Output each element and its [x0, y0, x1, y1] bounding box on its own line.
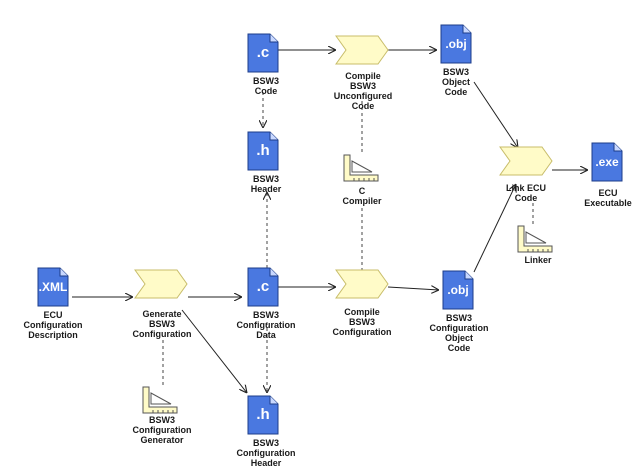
label-line: BSW3 [148, 415, 175, 425]
label-line: ECU [43, 310, 63, 320]
label-line: Compile [344, 307, 380, 317]
label-line: Linker [524, 255, 552, 265]
process-node-compile-config [335, 269, 389, 299]
label-line: BSW3 [252, 310, 279, 320]
file-extension: .XML [39, 280, 68, 294]
label-line: Unconfigured [333, 91, 393, 101]
tool-icon-linker [517, 225, 553, 253]
label-line: Executable [584, 198, 632, 208]
file-extension: .c [257, 278, 270, 295]
flow-confobj-to-link [473, 184, 516, 273]
file-extension: .obj [445, 37, 466, 51]
label-line: C [358, 186, 366, 196]
file-node-ecu-config-desc: .XML [37, 267, 69, 307]
flow-compile-to-confobj [387, 287, 439, 290]
label-line: Configuration [429, 323, 489, 333]
label-line: Compiler [342, 196, 382, 206]
file-extension: .h [256, 406, 269, 423]
file-node-ecu-executable: .exe [591, 142, 623, 182]
flow-obj-to-link [473, 81, 518, 148]
label-line: BSW3 [252, 174, 280, 184]
label-line: Code [514, 193, 538, 203]
file-extension: .h [256, 142, 269, 159]
label-line: BSW3 [445, 313, 472, 323]
label-line: Data [256, 330, 276, 340]
file-node-bsw3-header: .h [247, 131, 279, 171]
file-node-bsw3-code: .c [247, 33, 279, 73]
label-line: ECU [598, 188, 618, 198]
label-line: Header [250, 184, 282, 194]
connectors [72, 50, 588, 393]
label-line: Link ECU [505, 183, 547, 193]
file-node-bsw3-config-header: .h [247, 395, 279, 435]
label-line: Generator [140, 435, 184, 445]
tool-icon-config-generator [142, 386, 178, 414]
process-node-link-ecu-code [499, 146, 553, 176]
process-node-generate-config [134, 269, 188, 299]
label-line: Configuration [132, 329, 192, 339]
label-line: Generate [142, 309, 182, 319]
file-extension: .c [257, 44, 270, 61]
label-line: BSW3 [348, 317, 375, 327]
label-linker: Linker [524, 255, 551, 265]
dependency-connectors [162, 92, 534, 393]
file-extension: .exe [595, 155, 619, 169]
label-line: Description [28, 330, 78, 340]
label-line: Code [254, 86, 278, 96]
label-line: BSW3 [252, 438, 279, 448]
label-line: BSW3 [349, 81, 376, 91]
label-line: BSW3 [252, 76, 280, 86]
file-node-bsw3-config-object-code: .obj [442, 270, 474, 310]
label-line: Configuration [332, 327, 392, 337]
file-extension: .obj [447, 283, 468, 297]
tool-icon-c-compiler [343, 154, 379, 182]
label-line: Configuration [236, 448, 296, 458]
label-line: Configuration [132, 425, 192, 435]
label-line: Code [444, 87, 468, 97]
label-line: BSW3 [442, 67, 470, 77]
process-node-compile-unconfigured [335, 35, 389, 65]
flow-generate-to-confheader [181, 309, 247, 393]
label-line: Object [441, 77, 471, 87]
file-node-bsw3-object-code: .obj [440, 24, 472, 64]
label-line: Code [351, 101, 375, 111]
label-line: Configuration [23, 320, 83, 330]
label-line: Compile [345, 71, 381, 81]
label-line: Configuration [236, 320, 296, 330]
label-line: Code [447, 343, 471, 353]
label-line: BSW3 [148, 319, 175, 329]
label-line: Header [250, 458, 282, 468]
file-node-bsw3-config-data: .c [247, 267, 279, 307]
label-line: Object [444, 333, 473, 343]
